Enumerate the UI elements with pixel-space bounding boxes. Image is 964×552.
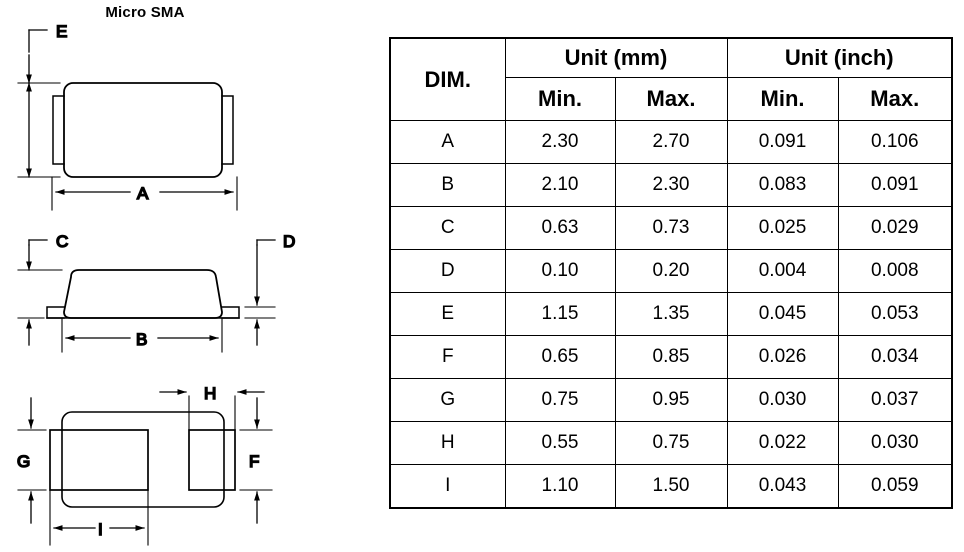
dimension-E: [17, 29, 61, 178]
dimension-label-B: B: [136, 330, 147, 349]
cell-value: 0.045: [726, 292, 839, 336]
dimension-G: [17, 397, 47, 524]
cell-value: 0.63: [504, 206, 616, 250]
cell-value: 0.091: [837, 163, 953, 207]
dimension-label-D: D: [283, 232, 295, 251]
package-drawing-svg: E A: [16, 21, 296, 546]
cell-value: 0.025: [726, 206, 839, 250]
cell-dim: G: [389, 378, 506, 422]
dimension-A: [51, 176, 238, 211]
dimension-H: [159, 389, 265, 431]
cell-value: 1.35: [614, 292, 728, 336]
cell-value: 0.053: [837, 292, 953, 336]
cell-value: 2.10: [504, 163, 616, 207]
column-header-mm-min: Min.: [504, 77, 616, 121]
dimension-I: [49, 489, 149, 546]
dimension-label-I: I: [98, 520, 103, 539]
cell-value: 0.106: [837, 120, 953, 164]
cell-value: 0.004: [726, 249, 839, 293]
cell-value: 0.022: [726, 421, 839, 465]
cell-dim: B: [389, 163, 506, 207]
cell-value: 2.30: [614, 163, 728, 207]
table-header-row-units: DIM. Unit (mm) Unit (inch): [389, 37, 953, 121]
cell-value: 1.50: [614, 464, 728, 509]
cell-value: 0.091: [726, 120, 839, 164]
column-header-unit-inch: Unit (inch): [726, 37, 953, 78]
cell-dim: F: [389, 335, 506, 379]
cell-value: 2.30: [504, 120, 616, 164]
bottom-view-geometry: [49, 411, 236, 508]
cell-value: 0.10: [504, 249, 616, 293]
cell-dim: E: [389, 292, 506, 336]
cell-value: 0.030: [837, 421, 953, 465]
cell-value: 0.029: [837, 206, 953, 250]
column-header-inch-min: Min.: [726, 77, 839, 121]
dimension-label-F: F: [249, 452, 259, 471]
cell-dim: C: [389, 206, 506, 250]
cell-value: 0.85: [614, 335, 728, 379]
cell-value: 0.030: [726, 378, 839, 422]
dimension-label-C: C: [56, 232, 68, 251]
column-header-inch-max: Max.: [837, 77, 953, 121]
mechanical-drawing-panel: Micro SMA: [0, 0, 370, 552]
dimension-label-A: A: [137, 184, 149, 203]
cell-dim: A: [389, 120, 506, 164]
dimension-B: [61, 317, 223, 353]
cell-value: 0.95: [614, 378, 728, 422]
cell-value: 0.034: [837, 335, 953, 379]
column-header-dim: DIM.: [389, 37, 506, 121]
cell-value: 0.65: [504, 335, 616, 379]
cell-value: 0.043: [726, 464, 839, 509]
cell-value: 1.15: [504, 292, 616, 336]
cell-dim: D: [389, 249, 506, 293]
cell-value: 2.70: [614, 120, 728, 164]
cell-value: 1.10: [504, 464, 616, 509]
table-header: DIM. Unit (mm) Unit (inch) Min. Max. Min…: [389, 37, 953, 121]
dimension-label-G: G: [17, 452, 30, 471]
dimension-table: DIM. Unit (mm) Unit (inch) Min. Max. Min…: [389, 37, 954, 509]
page-title: Micro SMA: [105, 4, 185, 21]
cell-value: 0.75: [614, 421, 728, 465]
top-view-geometry: [52, 82, 234, 178]
dimension-label-H: H: [204, 384, 216, 403]
cell-value: 0.75: [504, 378, 616, 422]
cell-value: 0.20: [614, 249, 728, 293]
side-view-geometry: [46, 269, 240, 319]
dimension-D: [244, 239, 276, 346]
dimension-table-container: DIM. Unit (mm) Unit (inch) Min. Max. Min…: [389, 37, 954, 509]
cell-value: 0.55: [504, 421, 616, 465]
cell-value: 0.059: [837, 464, 953, 509]
column-header-unit-mm: Unit (mm): [504, 37, 728, 78]
cell-dim: H: [389, 421, 506, 465]
cell-dim: I: [389, 464, 506, 509]
cell-value: 0.037: [837, 378, 953, 422]
dimension-F: [239, 397, 273, 524]
dimension-C: [17, 239, 63, 346]
column-header-mm-max: Max.: [614, 77, 728, 121]
cell-value: 0.083: [726, 163, 839, 207]
cell-value: 0.73: [614, 206, 728, 250]
cell-value: 0.026: [726, 335, 839, 379]
cell-value: 0.008: [837, 249, 953, 293]
dimension-label-E: E: [56, 22, 67, 41]
